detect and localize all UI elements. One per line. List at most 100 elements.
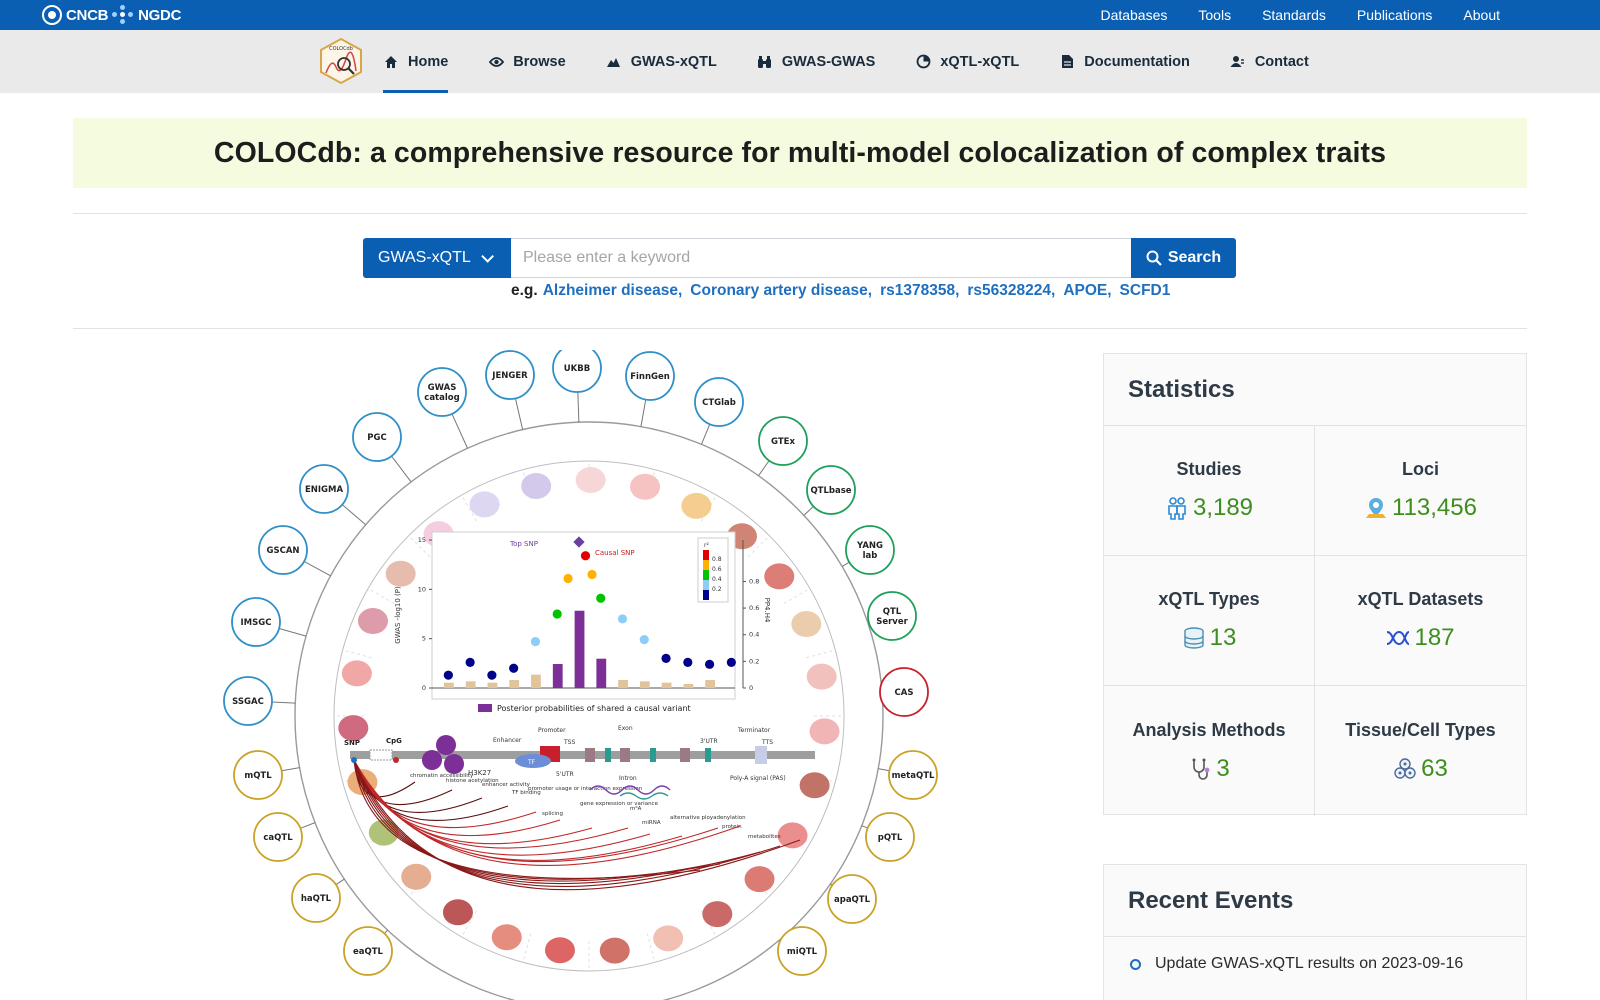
- pp-bar: [639, 681, 650, 688]
- cells-icon: [1393, 757, 1417, 781]
- gene-expression-label: gene expression or variance: [580, 801, 659, 807]
- histone-label: histone acetylation: [446, 778, 499, 784]
- event-text: Update GWAS-xQTL results on 2023-09-16: [1155, 955, 1464, 972]
- pp-bar: [683, 684, 694, 688]
- topnav-databases[interactable]: Databases: [1100, 7, 1168, 23]
- chart-tick-label-right: 0: [749, 684, 753, 692]
- main-nav: COLOCdb Home Browse GWAS-xQTL GWAS-GWAS …: [0, 30, 1600, 93]
- tts-label: TTS: [761, 739, 773, 746]
- pie-icon: [915, 54, 931, 70]
- nav-home[interactable]: Home: [383, 30, 449, 93]
- ring-ray: [747, 535, 770, 558]
- source-label: QTLbase: [810, 486, 851, 496]
- nav-home-label: Home: [408, 53, 449, 70]
- source-bubble: [231, 597, 281, 647]
- topnav-tools[interactable]: Tools: [1198, 7, 1232, 23]
- organ-illustration: [544, 937, 575, 964]
- promoter-label: Promoter: [538, 727, 566, 734]
- timeline-dot-icon: [1130, 958, 1141, 970]
- example-link[interactable]: rs56328224,: [967, 282, 1056, 299]
- search-button[interactable]: Search: [1131, 238, 1236, 278]
- source-bubble: [417, 367, 467, 417]
- title-banner: COLOCdb: a comprehensive resource for mu…: [73, 118, 1527, 188]
- bubble-connector: [803, 506, 814, 516]
- chart-tick-label: 15: [418, 536, 426, 544]
- gwas-point: [639, 635, 649, 645]
- pp-bar: [596, 658, 607, 688]
- source-bubble: [625, 351, 675, 401]
- source-bubble: [845, 525, 895, 575]
- source-label: QTL: [883, 607, 902, 617]
- gene-track: TF SNP CpG H3K27 Enhancer Promoter TSS 5…: [344, 725, 815, 891]
- nav-contact[interactable]: Contact: [1230, 30, 1309, 93]
- example-link[interactable]: SCFD1: [1119, 282, 1171, 299]
- organ-illustration: [338, 715, 369, 742]
- bubble-connector: [640, 399, 647, 427]
- bubble-connector: [303, 561, 331, 577]
- ngdc-logo-text: NGDC: [138, 6, 182, 24]
- organ-illustration: [799, 772, 830, 799]
- chromatin-label: chromatin accessibility: [410, 773, 474, 779]
- effect-arrow: [353, 759, 741, 866]
- stat-label: Loci: [1401, 459, 1439, 479]
- chart-legend-text: Posterior probabilities of shared a caus…: [497, 704, 691, 713]
- document-icon: [1059, 54, 1075, 70]
- topnav-publications[interactable]: Publications: [1356, 7, 1433, 23]
- search-examples: e.g. Alzheimer disease, Coronary artery …: [511, 282, 1178, 300]
- chart-tick-label-right: 0.8: [749, 577, 759, 585]
- nav-browse[interactable]: Browse: [488, 30, 566, 93]
- topnav-about[interactable]: About: [1463, 7, 1500, 23]
- gwas-point: [617, 614, 628, 624]
- intron-label: Intron: [619, 775, 637, 782]
- colocalization-diagram: GWAScatalogJENGERUKBBFinnGenCTGlabGTExQT…: [223, 350, 938, 1000]
- organ-illustration: [442, 899, 473, 926]
- cncb-logo-icon: [42, 5, 62, 25]
- stat-value: 187: [1414, 624, 1455, 651]
- topnav-standards[interactable]: Standards: [1262, 7, 1326, 23]
- stat-xqtl-datasets: xQTL Datasets 187: [1315, 556, 1526, 686]
- eye-icon: [488, 54, 504, 70]
- people-icon: [1165, 496, 1189, 520]
- colocdb-logo-text: COLOCdb: [329, 46, 353, 52]
- qtl-type-bubble: [233, 750, 283, 800]
- event-item[interactable]: Update GWAS-xQTL results on 2023-09-16: [1130, 955, 1526, 973]
- pp-bar: [531, 674, 541, 688]
- search-type-select[interactable]: GWAS-xQTL: [363, 238, 511, 278]
- source-bubble: [758, 416, 808, 466]
- gwas-point: [580, 551, 591, 561]
- ring-ray: [461, 494, 477, 522]
- r2-tick: 0.4: [712, 576, 722, 583]
- stat-xqtl-types: xQTL Types 13: [1104, 556, 1315, 686]
- organ-illustration: [764, 563, 795, 590]
- cncb-ngdc-logo[interactable]: CNCB NGDC: [42, 5, 181, 25]
- organ-illustration: [385, 560, 416, 587]
- bubble-connector: [878, 768, 890, 772]
- cpg-label: CpG: [386, 737, 402, 745]
- search-input[interactable]: [511, 238, 1131, 278]
- nav-xqtl-xqtl[interactable]: xQTL-xQTL: [915, 30, 1019, 93]
- example-link[interactable]: rs1378358,: [880, 282, 960, 299]
- source-label: IMSGC: [241, 618, 272, 628]
- example-link[interactable]: Coronary artery disease,: [690, 282, 873, 299]
- legend-swatch: [478, 704, 492, 712]
- nav-gwas-xqtl[interactable]: GWAS-xQTL: [606, 30, 717, 93]
- binoculars-icon: [757, 54, 773, 70]
- source-label: PGC: [367, 433, 386, 443]
- example-link[interactable]: Alzheimer disease,: [542, 282, 683, 299]
- bubble-connector: [341, 504, 367, 526]
- example-link[interactable]: APOE,: [1063, 282, 1112, 299]
- nav-gwas-gwas[interactable]: GWAS-GWAS: [757, 30, 875, 93]
- gwas-point: [563, 573, 573, 584]
- organ-illustration: [791, 611, 822, 638]
- gwas-point: [587, 569, 597, 580]
- source-bubble: [694, 377, 744, 427]
- m6a-label: m⁶A: [630, 805, 642, 812]
- causal-snp-label: Causal SNP: [595, 549, 635, 557]
- colocdb-logo[interactable]: COLOCdb: [318, 37, 364, 85]
- ring-ray: [408, 535, 431, 558]
- source-label: ENIGMA: [305, 485, 344, 495]
- source-label: Server: [876, 617, 908, 627]
- apa-label: alternative ployadenylation: [670, 815, 746, 821]
- nav-documentation[interactable]: Documentation: [1059, 30, 1190, 93]
- organ-illustration: [521, 472, 552, 499]
